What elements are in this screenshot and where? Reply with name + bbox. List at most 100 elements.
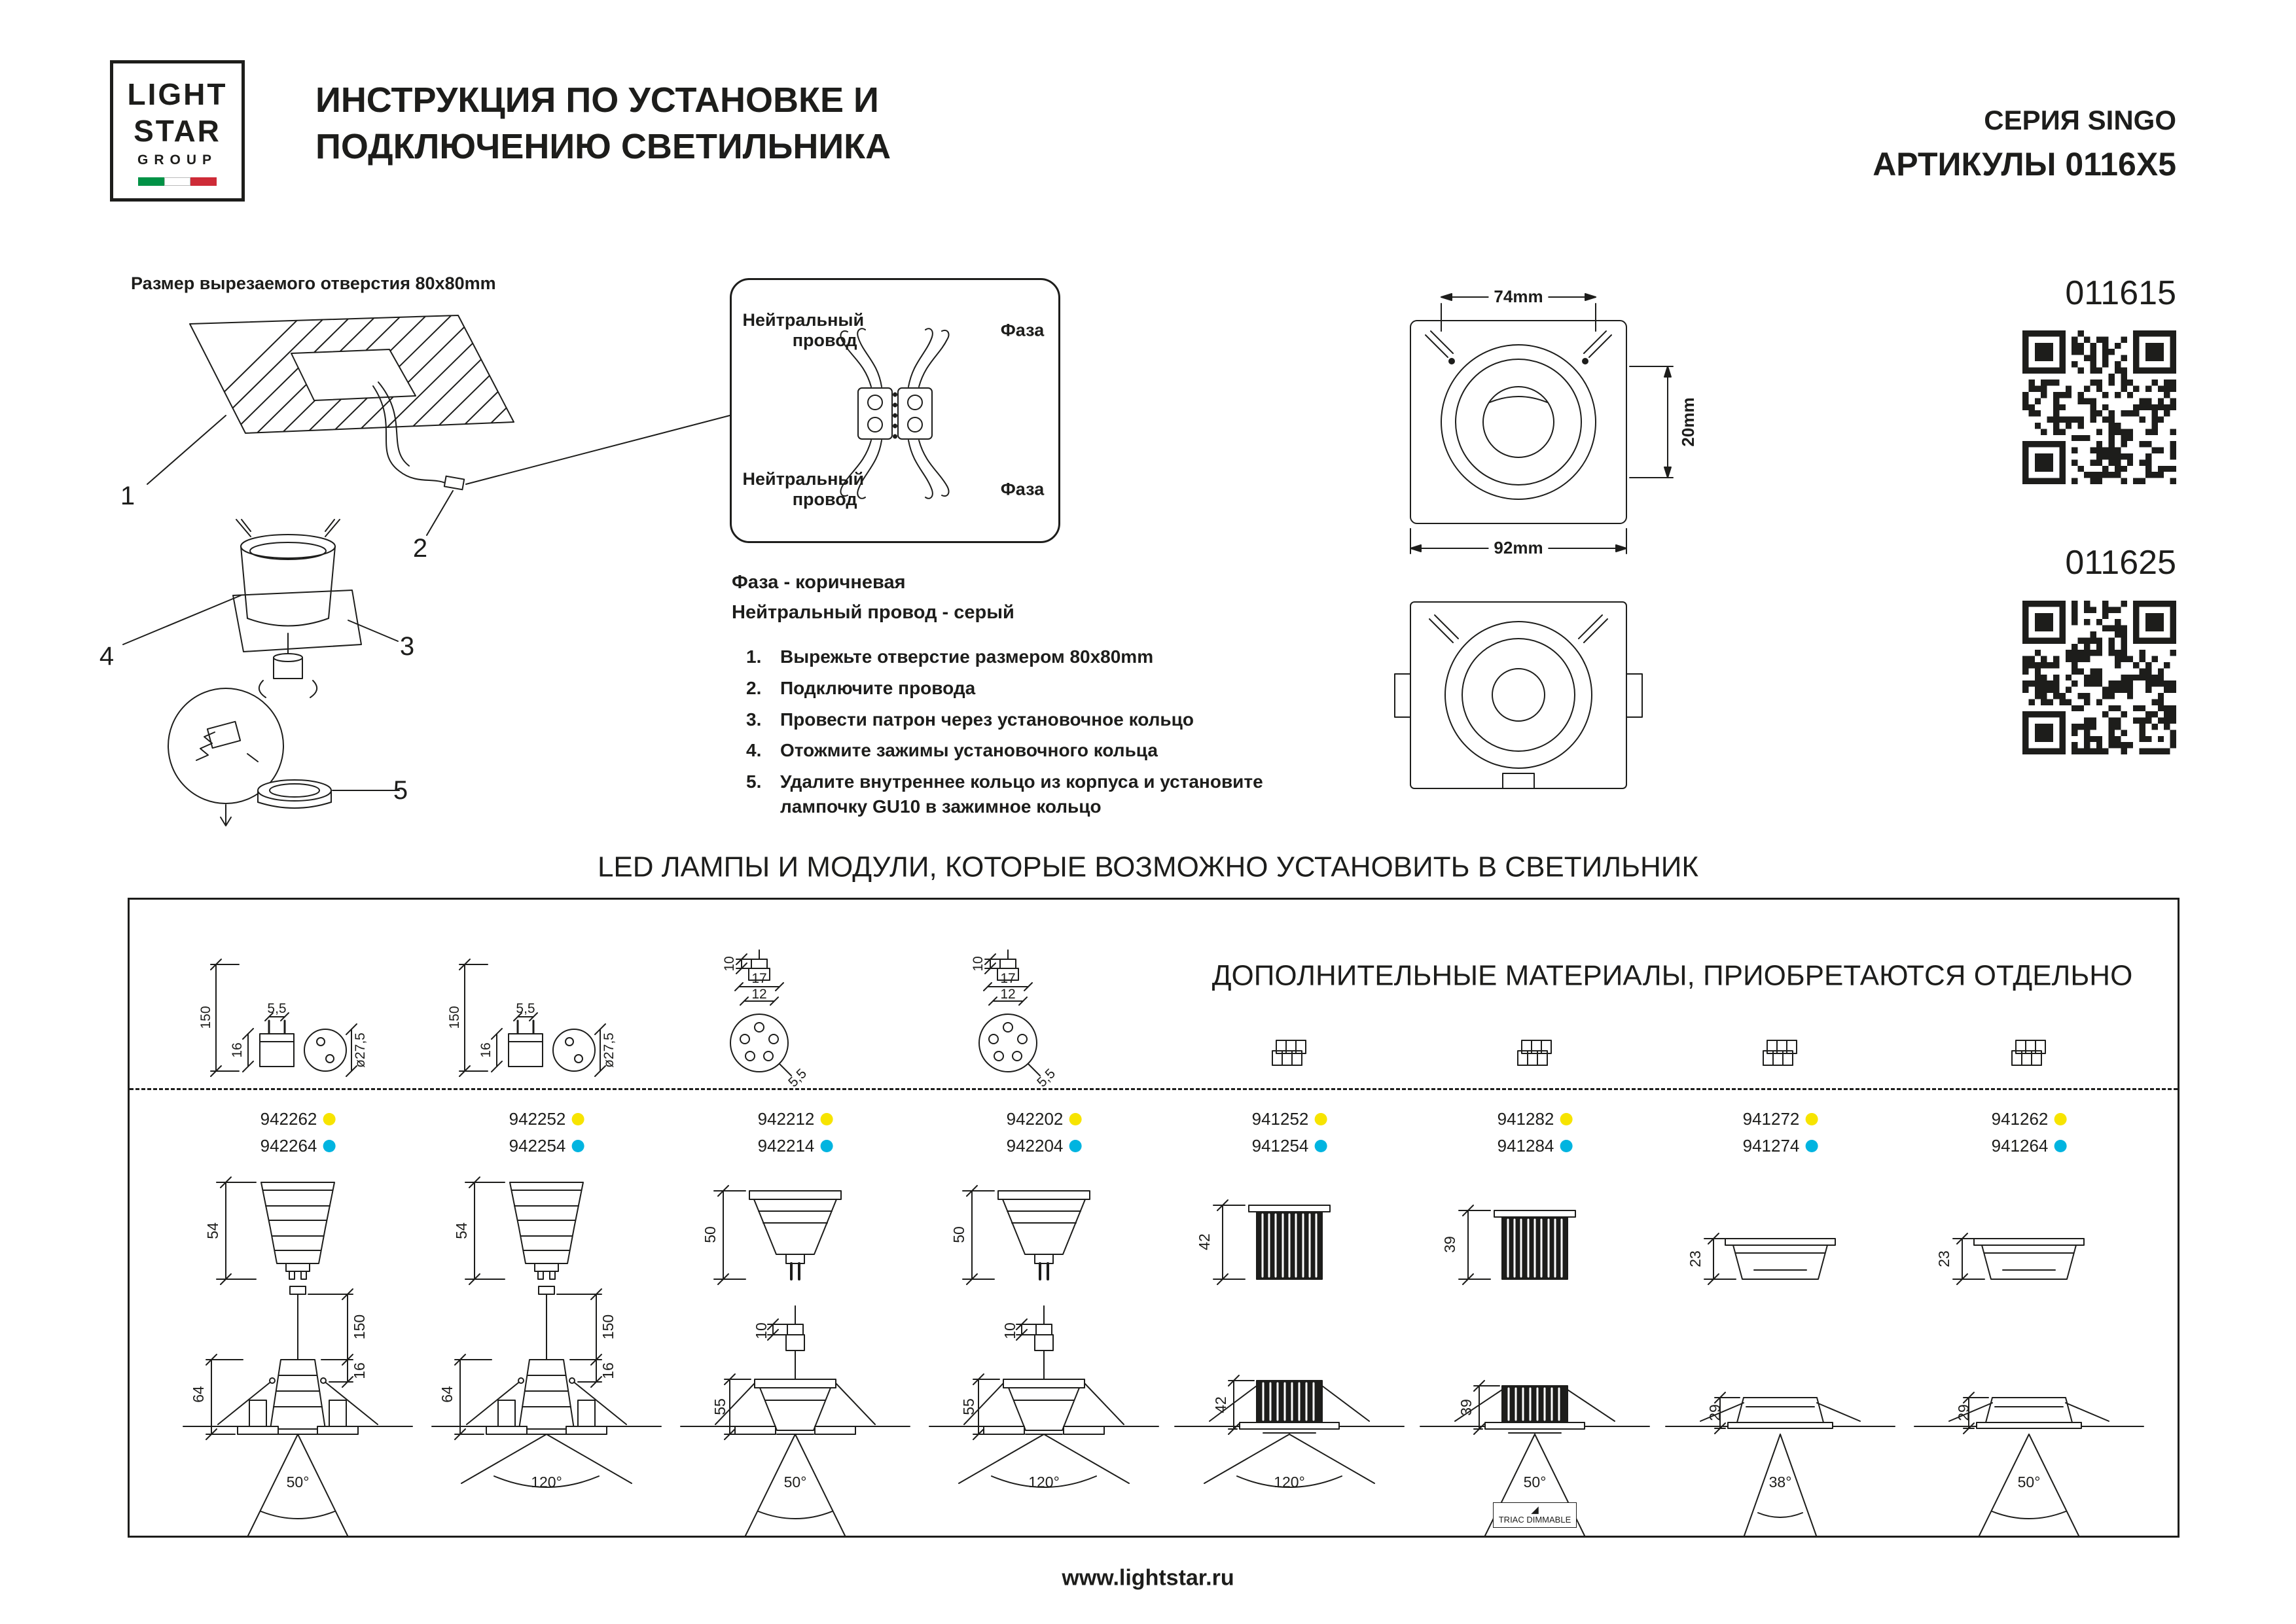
mini-dim-16: 16 <box>478 1042 493 1058</box>
dim-74mm-label: 74mm <box>1488 287 1549 307</box>
article-cold: 941264 <box>1992 1136 2067 1156</box>
article-cold: 942264 <box>260 1136 336 1156</box>
triac-dimmable-badge: ◢ TRIAC DIMMABLE <box>1493 1502 1577 1528</box>
triac-label: TRIAC DIMMABLE <box>1498 1515 1571 1525</box>
fixture-height-label: 64 <box>438 1386 456 1403</box>
hole-size-note: Размер вырезаемого отверстия 80x80mm <box>131 274 496 293</box>
extras-title: ДОПОЛНИТЕЛЬНЫЕ МАТЕРИАЛЫ, ПРИОБРЕТАЮТСЯ … <box>1211 959 2133 992</box>
beam-angle-label: 50° <box>783 1473 807 1491</box>
step-4-text: Отожмите зажимы установочного кольца <box>780 740 1158 761</box>
cold-dot <box>1560 1140 1573 1152</box>
cold-dot <box>1314 1140 1327 1152</box>
lamp-height-label: 39 <box>1441 1236 1458 1253</box>
article-pair: 941252 941254 <box>1252 1109 1327 1156</box>
step-4-num: 4. <box>746 740 762 761</box>
article-warm: 941262 <box>1992 1109 2067 1129</box>
beam-angle-label: 120° <box>531 1473 562 1491</box>
mini-dim-12: 12 <box>1000 986 1016 1002</box>
warm-dot <box>820 1113 833 1125</box>
warm-dot <box>1314 1113 1327 1125</box>
wiring-neutral-label-1: Нейтральный провод <box>742 309 865 350</box>
installation-steps: 1.Вырежьте отверстие размером 80x80mm 2.… <box>746 644 1276 819</box>
article-pair: 942252 942254 <box>509 1109 584 1156</box>
step-2-text: Подключите провода <box>780 677 976 698</box>
mini-dim-17: 17 <box>1000 970 1016 986</box>
callout-2: 2 <box>412 534 428 563</box>
product-code-011625: 011625 <box>2065 544 2176 582</box>
mini-dim-17: 17 <box>751 970 767 986</box>
mini-dim-10: 10 <box>721 956 737 972</box>
step-2: 2. Подключите провода <box>746 676 1276 701</box>
lamp-height-label: 50 <box>950 1226 967 1243</box>
article-cold: 942254 <box>509 1136 584 1156</box>
cable-length-label: 150 <box>350 1314 368 1340</box>
articles-title: АРТИКУЛЫ 0116X5 <box>1873 146 2176 183</box>
mini-dim-5-5: 5,5 <box>267 1000 287 1016</box>
mini-dim-dia: ø27,5 <box>352 1033 368 1068</box>
article-cold: 941284 <box>1498 1136 1573 1156</box>
warm-dot <box>1069 1113 1082 1125</box>
page-title-line1: ИНСТРУКЦИЯ ПО УСТАНОВКЕ И <box>315 80 879 120</box>
lamp-height-label: 23 <box>1686 1250 1704 1267</box>
qr-code-011625 <box>2022 601 2176 754</box>
callout-3: 3 <box>399 632 415 661</box>
lamp-height-label: 54 <box>204 1222 221 1239</box>
base-height-label: 16 <box>350 1362 368 1379</box>
cold-dot <box>1805 1140 1818 1152</box>
mini-dim-150: 150 <box>198 1006 213 1029</box>
fixture-height-label: 55 <box>960 1398 977 1415</box>
article-warm: 942212 <box>758 1109 833 1129</box>
article-warm: 942202 <box>1007 1109 1082 1129</box>
series-title: СЕРИЯ SINGO <box>1984 105 2176 135</box>
fixture-height-label: 39 <box>1457 1399 1475 1416</box>
footer-url: www.lightstar.ru <box>1062 1565 1234 1591</box>
step-3-num: 3. <box>746 709 762 730</box>
installation-diagram <box>122 315 730 826</box>
mini-dim-150: 150 <box>446 1006 462 1029</box>
article-pair: 942262 942264 <box>260 1109 336 1156</box>
article-cold: 941254 <box>1252 1136 1327 1156</box>
step-5-num: 5. <box>746 771 762 792</box>
mini-dim-16: 16 <box>229 1042 245 1058</box>
warm-dot <box>323 1113 336 1125</box>
wiring-neutral-label-2: Нейтральный провод <box>742 468 865 509</box>
product-code-011615: 011615 <box>2065 274 2176 312</box>
dimmer-triangle-icon: ◢ <box>1531 1504 1539 1515</box>
warm-dot <box>571 1113 584 1125</box>
article-cold: 942204 <box>1007 1136 1082 1156</box>
wiring-phase-label-1: Фаза <box>1000 320 1045 340</box>
qr-code-011615 <box>2022 330 2176 484</box>
article-cold: 942214 <box>758 1136 833 1156</box>
lamp-height-label: 23 <box>1935 1250 1952 1267</box>
base-height-label: 16 <box>599 1362 617 1379</box>
article-warm: 941272 <box>1743 1109 1818 1129</box>
neutral-color-note: Нейтральный провод - серый <box>732 602 1014 623</box>
cable-length-label: 150 <box>599 1314 617 1340</box>
beam-angle-label: 50° <box>2017 1473 2041 1491</box>
fixture-height-label: 29 <box>1706 1404 1723 1421</box>
step-4: 4. Отожмите зажимы установочного кольца <box>746 738 1276 763</box>
article-pair: 941282 941284 <box>1498 1109 1573 1156</box>
step-2-num: 2. <box>746 677 762 698</box>
step-1-text: Вырежьте отверстие размером 80x80mm <box>780 646 1154 667</box>
article-pair: 941262 941264 <box>1992 1109 2067 1156</box>
cold-dot <box>820 1140 833 1152</box>
article-pair: 942202 942204 <box>1007 1109 1082 1156</box>
wiring-diagram-box <box>730 278 1060 543</box>
step-3-text: Провести патрон через установочное кольц… <box>780 709 1194 730</box>
beam-angle-label: 50° <box>1523 1473 1547 1491</box>
step-5-text: Удалите внутреннее кольцо из корпуса и у… <box>780 771 1263 817</box>
connector-height-label: 10 <box>752 1322 770 1339</box>
article-warm: 942262 <box>260 1109 336 1129</box>
mini-dim-5-5: 5,5 <box>516 1000 535 1016</box>
step-5: 5. Удалите внутреннее кольцо из корпуса и… <box>746 769 1276 819</box>
cold-dot <box>323 1140 336 1152</box>
beam-angle-label: 50° <box>286 1473 310 1491</box>
fixture-height-label: 42 <box>1211 1396 1229 1413</box>
step-3: 3. Провести патрон через установочное кол… <box>746 707 1276 732</box>
dim-20mm-label: 20mm <box>1678 397 1698 447</box>
logo-line1: LIGHT <box>127 77 228 111</box>
phase-color-note: Фаза - коричневая <box>732 572 906 593</box>
fixture-height-label: 29 <box>1954 1404 1972 1421</box>
